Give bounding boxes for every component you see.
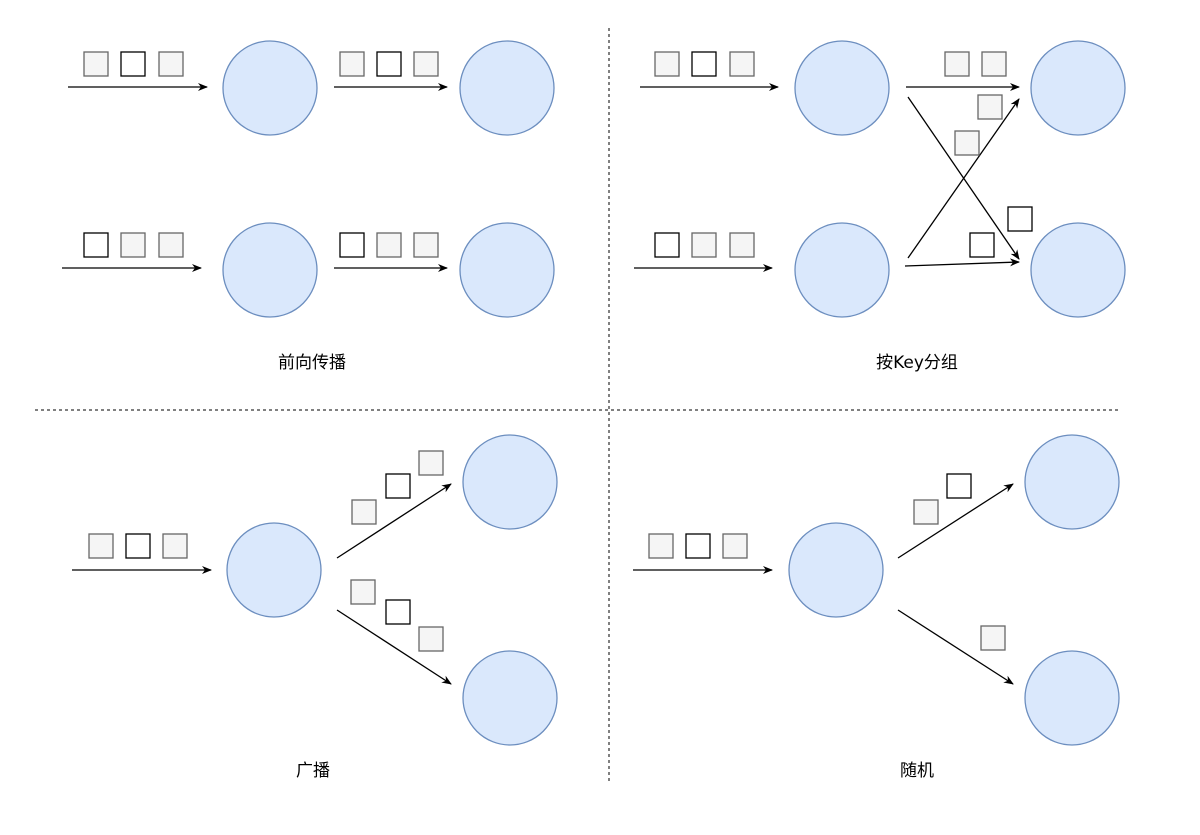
record-gray [162, 533, 188, 559]
record-gray [648, 533, 674, 559]
record-group [83, 51, 439, 258]
caption-broadcast: 广播 [296, 761, 330, 781]
operator-node [222, 40, 318, 136]
record-gray [944, 51, 970, 77]
record-white [685, 533, 711, 559]
operator-node [794, 222, 890, 318]
record-white [385, 599, 411, 625]
operator-node [794, 40, 890, 136]
operator-node [459, 222, 555, 318]
operator-node [1030, 40, 1126, 136]
record-group [88, 450, 444, 652]
record-group [654, 51, 1033, 258]
record-gray [977, 94, 1003, 120]
panel-forward: 前向传播 [62, 40, 555, 373]
operator-node [1024, 650, 1120, 746]
record-white [385, 473, 411, 499]
record-white [83, 232, 109, 258]
record-gray [722, 533, 748, 559]
record-white [969, 232, 995, 258]
data-flow-arrow [897, 483, 1014, 559]
data-flow-arrow [907, 98, 1020, 259]
record-white [946, 473, 972, 499]
record-gray [339, 51, 365, 77]
operator-node [459, 40, 555, 136]
record-gray [981, 51, 1007, 77]
record-gray [413, 51, 439, 77]
record-gray [83, 51, 109, 77]
record-group [648, 473, 1006, 651]
panel-keyby: 按Key分组 [634, 40, 1126, 373]
record-gray [418, 626, 444, 652]
record-white [120, 51, 146, 77]
operator-node [788, 522, 884, 618]
record-gray [413, 232, 439, 258]
record-gray [158, 51, 184, 77]
operator-node [1024, 434, 1120, 530]
data-flow-arrow [897, 609, 1014, 685]
record-gray [980, 625, 1006, 651]
caption-random: 随机 [900, 761, 934, 781]
record-gray [350, 579, 376, 605]
record-gray [120, 232, 146, 258]
record-gray [654, 51, 680, 77]
record-gray [729, 51, 755, 77]
panel-random: 随机 [633, 434, 1120, 781]
record-white [654, 232, 680, 258]
record-white [376, 51, 402, 77]
operator-node [222, 222, 318, 318]
caption-forward: 前向传播 [278, 353, 346, 373]
record-gray [729, 232, 755, 258]
panel-broadcast: 广播 [72, 434, 558, 781]
record-white [125, 533, 151, 559]
record-gray [954, 130, 980, 156]
record-gray [351, 499, 377, 525]
data-flow-arrow [336, 609, 452, 685]
record-gray [691, 232, 717, 258]
data-flow-arrow [904, 258, 1020, 267]
caption-keyby: 按Key分组 [876, 353, 958, 373]
record-white [339, 232, 365, 258]
record-gray [88, 533, 114, 559]
data-flow-arrow [336, 483, 452, 559]
record-white [691, 51, 717, 77]
operator-node [462, 434, 558, 530]
record-gray [158, 232, 184, 258]
record-gray [913, 499, 939, 525]
record-gray [376, 232, 402, 258]
record-gray [418, 450, 444, 476]
operator-node [462, 650, 558, 746]
record-white [1007, 206, 1033, 232]
operator-node [226, 522, 322, 618]
operator-node [1030, 222, 1126, 318]
